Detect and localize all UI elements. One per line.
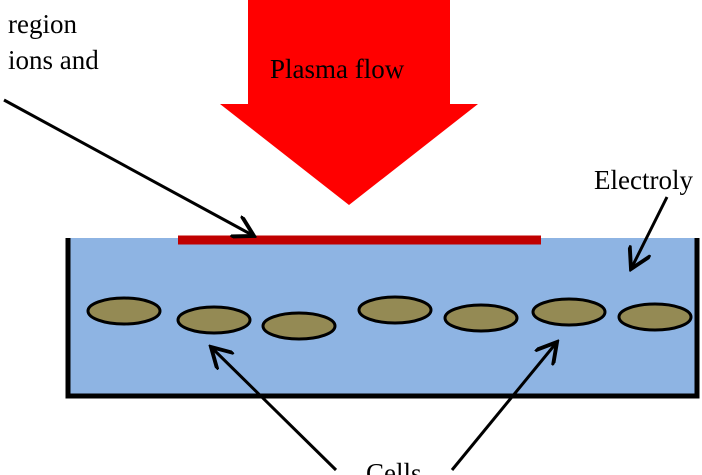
cells-pointer-arrow-left bbox=[211, 347, 338, 472]
cell bbox=[357, 295, 433, 325]
plasma-flow-label: Plasma flow bbox=[270, 54, 405, 84]
cells-pointer-arrow-right bbox=[450, 342, 557, 471]
cell bbox=[443, 303, 519, 333]
cell bbox=[531, 297, 607, 327]
plasma-flow-arrow bbox=[220, 0, 478, 205]
electrolyte-label: Electroly bbox=[594, 165, 693, 195]
cells-group bbox=[86, 295, 693, 341]
region-label-line1: region bbox=[8, 9, 77, 39]
cell bbox=[176, 305, 252, 335]
region-pointer-arrow bbox=[3, 98, 254, 236]
region-label-line2: ions and bbox=[8, 45, 99, 75]
dish-container bbox=[65, 238, 700, 399]
cell bbox=[617, 302, 693, 332]
cells-label: Cells bbox=[366, 458, 422, 475]
cell bbox=[261, 311, 337, 341]
electrolyte-pointer-arrow bbox=[631, 196, 669, 269]
cell bbox=[86, 296, 162, 326]
